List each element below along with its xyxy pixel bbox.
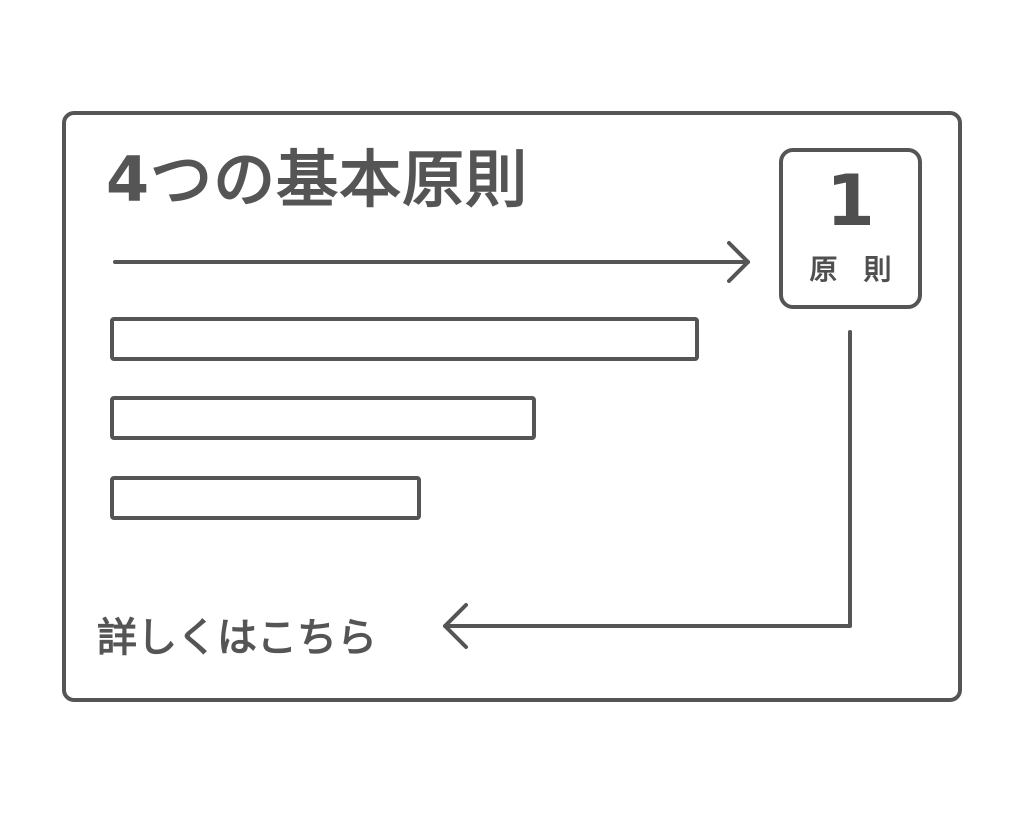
principle-badge: 1 原則 xyxy=(779,148,922,309)
content-bar-1 xyxy=(110,317,699,361)
badge-number: 1 xyxy=(826,160,875,242)
badge-label: 原則 xyxy=(809,253,918,286)
content-bar-2 xyxy=(110,396,536,440)
content-bar-3 xyxy=(110,476,421,520)
details-link[interactable]: 詳しくはこちら xyxy=(97,615,377,661)
card-title: 4つの基本原則 xyxy=(106,143,529,216)
